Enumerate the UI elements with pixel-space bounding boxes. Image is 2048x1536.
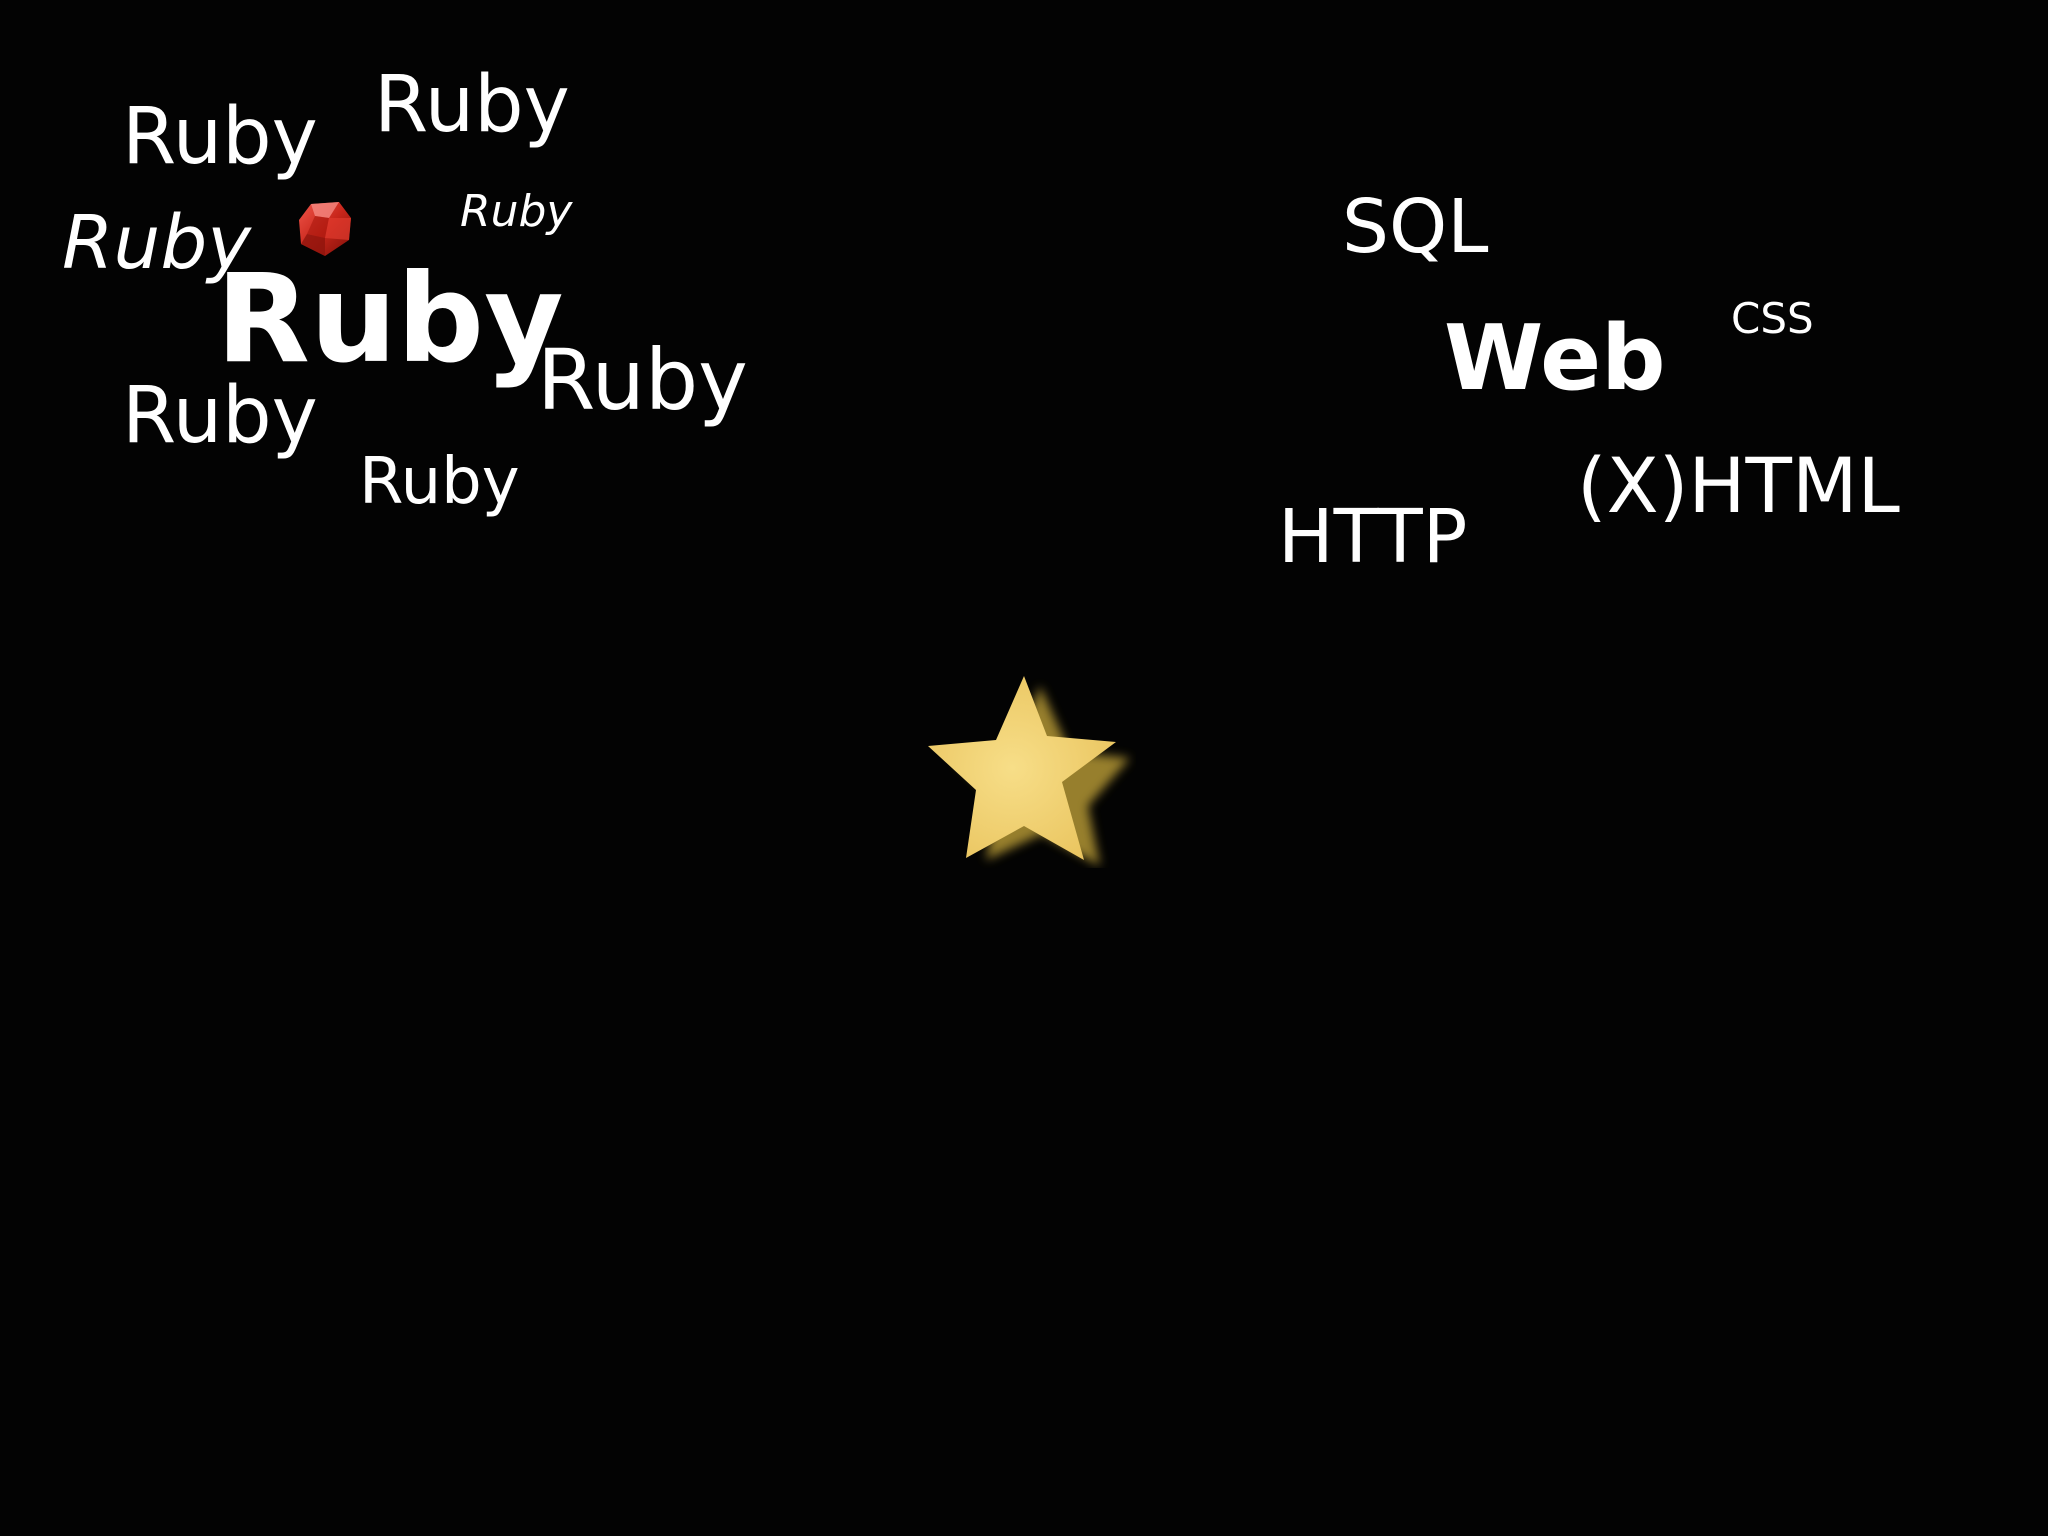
ruby-word: Ruby: [122, 371, 318, 461]
css-word: CSS: [1731, 294, 1814, 343]
http-word: HTTP: [1278, 494, 1468, 580]
ruby-word-large: Ruby: [216, 248, 564, 390]
ruby-word: Ruby: [537, 331, 748, 429]
web-word: Web: [1444, 306, 1666, 411]
ruby-word: Ruby: [374, 60, 570, 150]
sql-word: SQL: [1342, 184, 1489, 270]
ruby-gem-icon: [299, 202, 351, 256]
ruby-word: Ruby: [62, 200, 252, 286]
ruby-word: Ruby: [122, 92, 318, 182]
ruby-word: Ruby: [359, 445, 520, 519]
xhtml-word: (X)HTML: [1577, 441, 1900, 530]
star-icon: [928, 676, 1130, 866]
ruby-word: Ruby: [460, 186, 573, 237]
